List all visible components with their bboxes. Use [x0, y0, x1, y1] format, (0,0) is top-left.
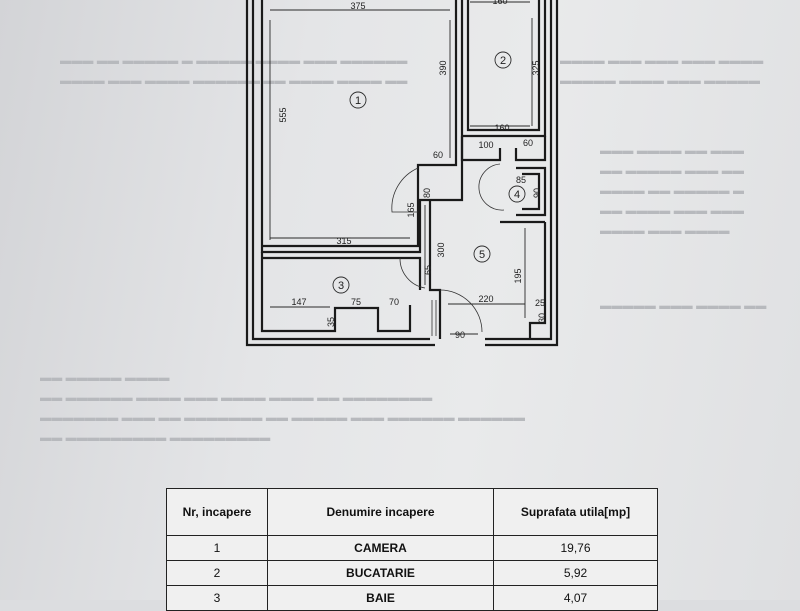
dim-wall-c: 60 — [523, 138, 533, 148]
dim-room2-height: 325 — [531, 60, 541, 75]
header-usable-area: Suprafata utila[mp] — [493, 488, 658, 536]
dim-top-width: 375 — [350, 1, 365, 11]
room-1-label: 1 — [355, 95, 361, 107]
dim-entry-width: 90 — [455, 330, 465, 340]
dim-top-right: 160 — [492, 0, 507, 6]
dim-corner-b: 30 — [537, 313, 547, 323]
faded-text-line: ▬▬▬▬ ▬▬▬ ▬▬▬▬ — [600, 225, 730, 237]
room-area-table: Nr, incapere Denumire incapere Suprafata… — [166, 488, 658, 611]
dim-wall-b: 100 — [478, 140, 493, 150]
header-room-number: Nr, incapere — [166, 488, 268, 536]
dimension-lines — [269, 1, 533, 335]
dim-hall-right: 195 — [513, 268, 523, 283]
faded-text-line: ▬▬ ▬▬▬▬▬▬▬▬▬ ▬▬▬▬▬▬▬▬▬ — [40, 432, 271, 444]
faded-text-line: ▬▬▬▬ ▬▬▬ ▬▬▬▬ ▬▬▬▬▬▬ ▬▬ ▬▬▬▬ ▬▬▬▬ ▬▬ — [60, 75, 408, 87]
faded-text-line: ▬▬ ▬▬▬▬▬ ▬▬▬ ▬▬ — [600, 165, 745, 177]
table-row: 2 BUCATARIE 5,92 — [166, 560, 658, 586]
faded-text-line: ▬▬ ▬▬▬▬▬▬ ▬▬▬▬ ▬▬▬ ▬▬▬▬ ▬▬▬▬ ▬▬ ▬▬▬▬▬▬▬▬ — [40, 392, 433, 404]
room-1-marker — [349, 91, 367, 109]
room-labels: 1 2 3 4 5 — [332, 51, 526, 294]
cell-room-number: 3 — [166, 585, 268, 611]
dim-hall-height: 300 — [436, 242, 446, 257]
faded-text-line: ▬▬ ▬▬▬▬▬ ▬▬▬▬ — [40, 372, 170, 384]
door-arcs — [391, 163, 505, 336]
dimension-labels: 375 160 555 390 325 160 60 100 60 85 90 … — [278, 0, 547, 340]
room-1-walls — [260, 0, 464, 258]
room-2-walls — [460, 0, 547, 162]
faded-text-line: ▬▬▬▬▬ ▬▬▬ ▬▬▬▬ ▬▬ — [600, 300, 767, 312]
cell-room-number: 1 — [166, 535, 268, 561]
dim-bath-w: 85 — [516, 175, 526, 185]
room-4-marker — [508, 185, 526, 203]
dim-door-a: 80 — [422, 188, 432, 198]
cell-room-name: CAMERA — [267, 535, 494, 561]
faded-text-line: ▬▬▬▬ ▬▬ ▬▬▬▬▬ ▬ — [600, 185, 745, 197]
room-4-label: 4 — [514, 189, 520, 201]
room-5-label: 5 — [479, 249, 485, 261]
dim-hall-small: 65 — [423, 265, 433, 275]
dim-room1-bottom: 315 — [336, 236, 351, 246]
cell-room-area: 4,07 — [493, 585, 658, 611]
dim-storage-d: 35 — [326, 317, 336, 327]
room-4-walls — [516, 166, 547, 217]
dim-room1-height: 555 — [278, 107, 288, 122]
dim-hall-bottom: 220 — [478, 294, 493, 304]
room-5-marker — [473, 245, 491, 263]
room-3-marker — [332, 276, 350, 294]
cell-room-name: BAIE — [267, 585, 494, 611]
faded-text-line: ▬▬▬ ▬▬ ▬▬▬▬▬ ▬ ▬▬▬▬▬ ▬▬▬▬ ▬▬▬ ▬▬▬▬▬▬ — [60, 55, 408, 67]
table-row: 3 BAIE 4,07 — [166, 585, 658, 611]
dim-wall-a: 60 — [433, 150, 443, 160]
faded-text-line: ▬▬▬▬▬▬▬ ▬▬▬ ▬▬ ▬▬▬▬▬▬▬ ▬▬ ▬▬▬▬▬ ▬▬▬ ▬▬▬▬… — [40, 412, 526, 424]
room-2-marker — [494, 51, 512, 69]
room-2-label: 2 — [500, 55, 506, 67]
dim-room2-bottom: 160 — [494, 123, 509, 133]
room-3-label: 3 — [338, 280, 344, 292]
cell-room-number: 2 — [166, 560, 268, 586]
header-room-name: Denumire incapere — [267, 488, 494, 536]
dim-corner-a: 25 — [535, 298, 545, 308]
dim-bath-h: 90 — [532, 188, 542, 198]
table-row: 1 CAMERA 19,76 — [166, 535, 658, 561]
dim-room1-inner: 390 — [438, 60, 448, 75]
faded-text-line: ▬▬▬▬ ▬▬▬ ▬▬▬ ▬▬▬ ▬▬▬▬ — [560, 55, 764, 67]
outer-walls — [245, 0, 559, 347]
cell-room-area: 5,92 — [493, 560, 658, 586]
faded-text-line: ▬▬▬ ▬▬▬▬ ▬▬ ▬▬▬ — [600, 145, 745, 157]
cell-room-name: BUCATARIE — [267, 560, 494, 586]
table-header-row: Nr, incapere Denumire incapere Suprafata… — [166, 488, 658, 536]
cell-room-area: 19,76 — [493, 535, 658, 561]
dim-storage-b: 75 — [351, 297, 361, 307]
dim-storage-c: 70 — [389, 297, 399, 307]
room-5-walls — [428, 200, 547, 339]
dim-storage-a: 147 — [291, 297, 306, 307]
dim-door-b: 165 — [406, 202, 416, 217]
faded-text-line: ▬▬▬▬▬ ▬▬▬▬ ▬▬▬ ▬▬▬▬▬ — [560, 75, 761, 87]
room-3-walls — [260, 256, 422, 333]
faded-text-line: ▬▬ ▬▬▬▬ ▬▬▬ ▬▬▬ — [600, 205, 745, 217]
